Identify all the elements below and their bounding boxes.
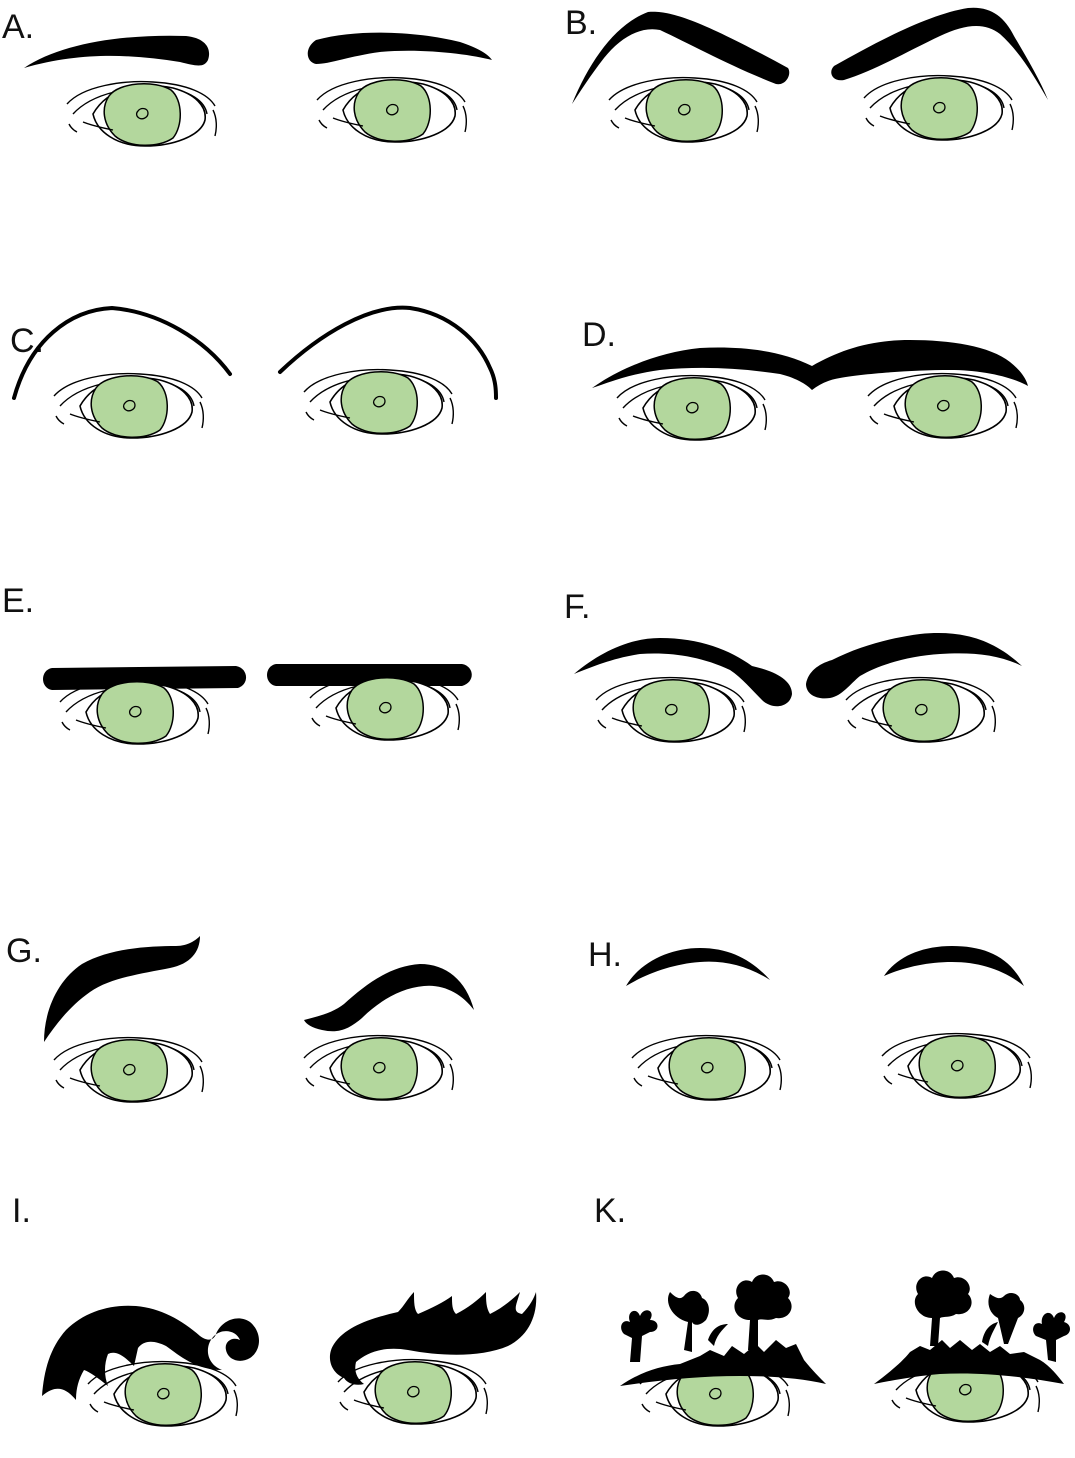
panel-i-eye-left (87, 1360, 239, 1427)
panel-f-label: F. (564, 588, 590, 626)
panel-i-label: I. (12, 1192, 31, 1230)
panel-b: B. (565, 4, 1048, 143)
panel-b-eye-left (608, 76, 760, 143)
panel-f: F. (564, 588, 1022, 743)
panel-h-brow-left (626, 948, 770, 986)
panel-e: E. (2, 582, 472, 745)
panel-h-brow-right (884, 946, 1024, 986)
panel-f-brow-right (806, 633, 1022, 699)
panel-h-eye-left (631, 1034, 783, 1101)
panel-k-brow-right-tulip (988, 1293, 1025, 1344)
panel-d-eye-left (616, 374, 768, 441)
panel-f-eye-right (845, 676, 997, 743)
panel-f-brow-left (574, 638, 792, 707)
panel-a-brow-left (24, 35, 210, 68)
panel-k-label: K. (594, 1192, 626, 1230)
panel-c-brow-left (12, 305, 232, 400)
panel-a-eye-right (316, 76, 468, 143)
panel-k-brow-left-sprout (708, 1324, 728, 1346)
panel-k-brow-left-flower (621, 1310, 658, 1362)
panel-g-brow-right (304, 964, 474, 1032)
panel-a-brow-right (307, 32, 492, 64)
panel-k-brow-right-flower (1033, 1312, 1070, 1362)
panel-d: D. (582, 316, 1028, 441)
panel-k-brow-left-tree (734, 1274, 792, 1350)
panel-c-label: C. (10, 322, 44, 360)
panel-b-label: B. (565, 4, 597, 42)
panel-b-brow-left (572, 11, 790, 104)
panel-i: I. (12, 1192, 489, 1427)
panel-k-brow-left-tulip (668, 1290, 709, 1352)
panel-h: H. (588, 936, 1033, 1101)
panel-a: A. (2, 8, 492, 147)
panel-f-eye-left (595, 676, 747, 743)
panel-k-brow-right-tree (914, 1270, 972, 1346)
panel-e-label: E. (2, 582, 34, 620)
panel-k: K. (594, 1192, 1041, 1427)
panel-d-brow-unibrow (592, 340, 1028, 390)
panel-e-brow-right (267, 664, 472, 686)
panel-g-label: G. (6, 932, 42, 970)
panel-d-label: D. (582, 316, 616, 354)
panel-k-brow-right-ground (874, 1340, 1064, 1384)
panel-c-brow-right (278, 305, 498, 400)
panel-a-eye-left (66, 80, 218, 147)
panel-c-eye-right (303, 368, 455, 435)
panel-c: C. (10, 305, 498, 439)
panel-b-brow-right (831, 7, 1048, 100)
panel-i-brow-right (329, 1292, 537, 1385)
panel-g: G. (6, 932, 474, 1103)
panel-g-eye-right (303, 1034, 455, 1101)
panel-h-eye-right (881, 1032, 1033, 1099)
panel-c-eye-left (53, 372, 205, 439)
panel-d-eye-right (867, 372, 1019, 439)
panel-i-brow-left (42, 1305, 259, 1400)
panel-b-eye-right (863, 74, 1015, 141)
panel-a-label: A. (2, 8, 34, 46)
panel-k-brow-right-sprout (982, 1322, 998, 1346)
panel-g-eye-left (53, 1036, 205, 1103)
panel-k-brow-left-ground (620, 1340, 826, 1386)
panel-i-eye-right (337, 1358, 489, 1425)
panel-h-label: H. (588, 936, 622, 974)
panel-g-brow-left (44, 936, 200, 1042)
